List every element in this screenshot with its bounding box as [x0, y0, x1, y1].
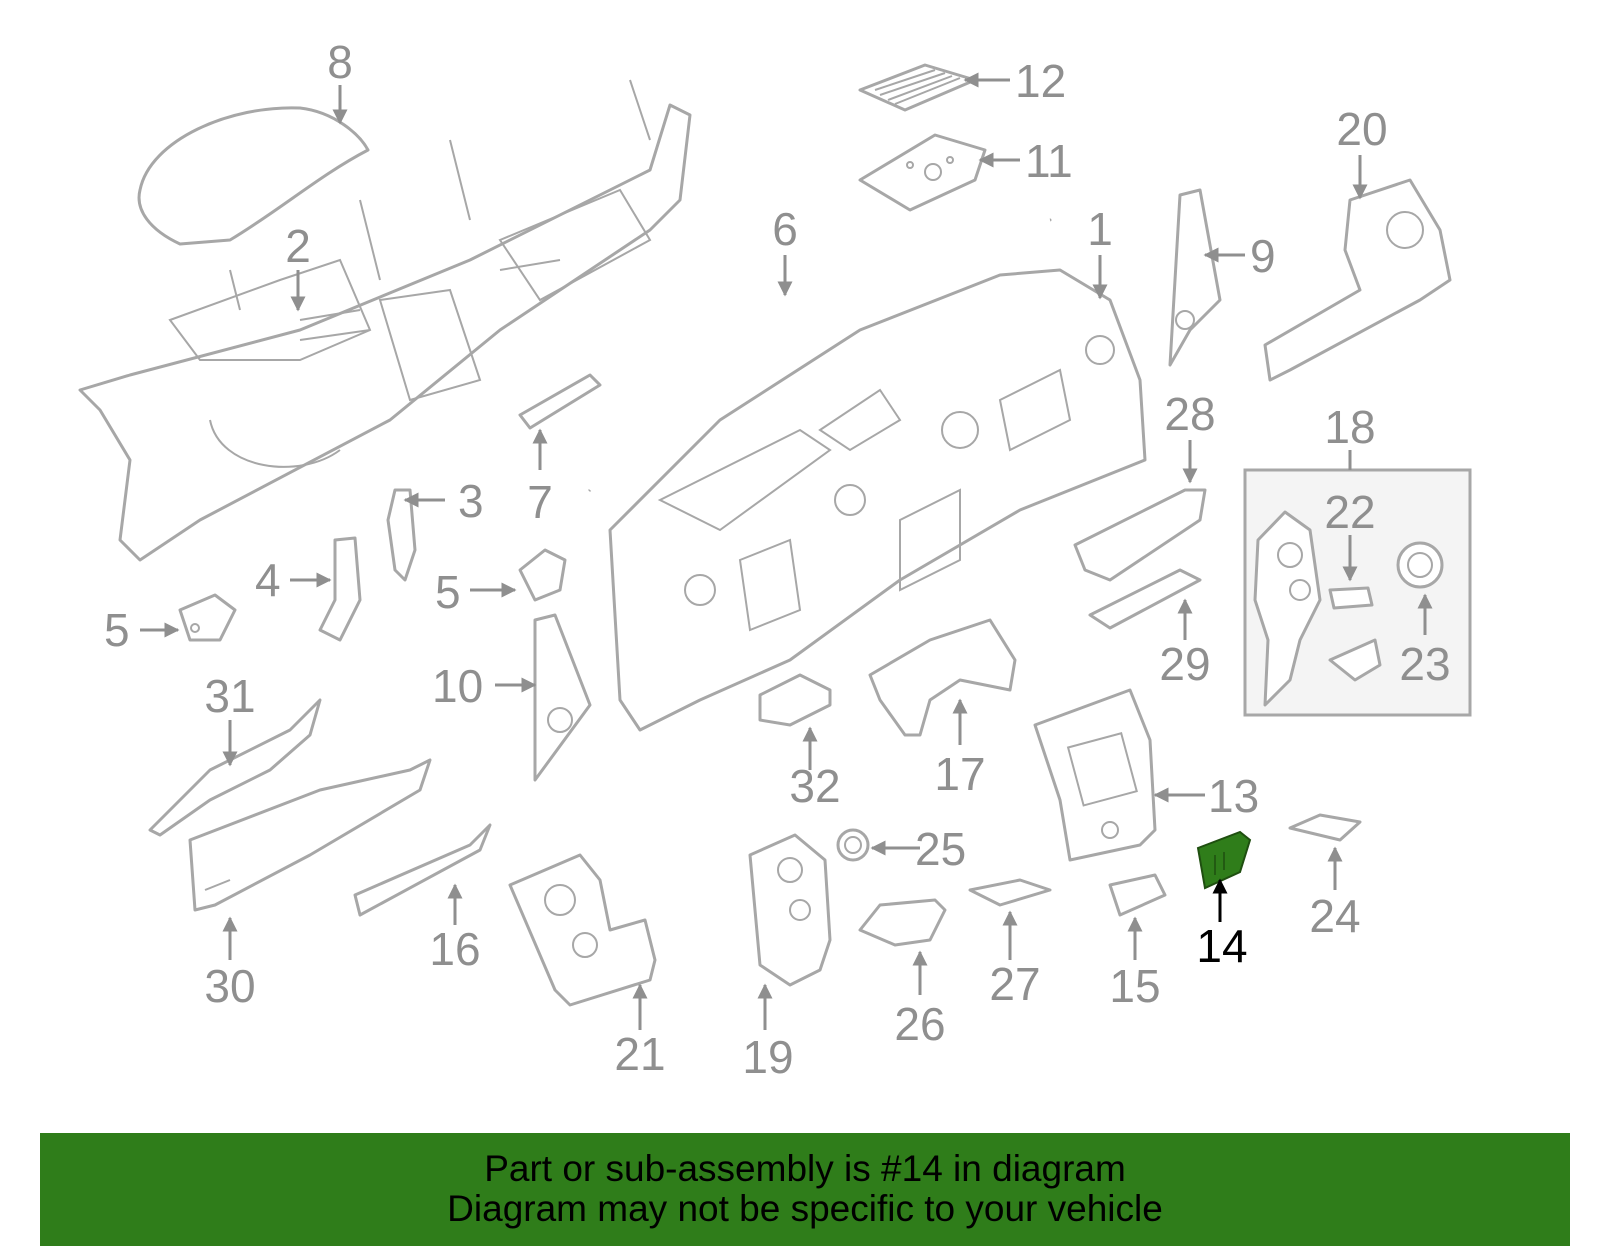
callout-4: 4: [255, 554, 281, 606]
callout-24: 24: [1309, 890, 1360, 942]
callout-26: 26: [894, 998, 945, 1050]
highlight-banner: Part or sub-assembly is #14 in diagram D…: [40, 1133, 1570, 1246]
callout-5a: 5: [435, 566, 461, 618]
callout-27: 27: [989, 958, 1040, 1010]
part-11-shape: [858, 133, 987, 212]
callout-16: 16: [429, 923, 480, 975]
part-19-shape: [748, 833, 832, 987]
callout-7: 7: [527, 476, 553, 528]
part-25-shape: [836, 828, 870, 862]
callout-14: 14: [1196, 920, 1247, 972]
callout-8: 8: [327, 36, 353, 88]
part-27-shape: [968, 878, 1052, 907]
part-5a-shape: [518, 548, 567, 602]
callout-15: 15: [1109, 960, 1160, 1012]
callout-6: 6: [772, 203, 798, 255]
part-2-shape: [78, 79, 692, 562]
part-6-shape: [588, 217, 1052, 492]
callout-30: 30: [204, 960, 255, 1012]
banner-line-1: Part or sub-assembly is #14 in diagram: [484, 1148, 1126, 1189]
callout-31: 31: [204, 670, 255, 722]
part-30-shape: [188, 758, 432, 912]
part-24-shape: [1288, 813, 1362, 842]
part-1-shape: [608, 268, 1147, 732]
callout-25: 25: [915, 823, 966, 875]
part-15-shape: [1108, 873, 1167, 917]
callout-5b: 5: [104, 604, 130, 656]
part-3-shape: [386, 488, 417, 582]
callout-23: 23: [1399, 638, 1450, 690]
part-18-group: [1243, 468, 1472, 717]
banner-line-2: Diagram may not be specific to your vehi…: [447, 1188, 1163, 1229]
callout-18: 18: [1324, 401, 1375, 453]
part-28-shape: [1073, 488, 1207, 582]
callout-21: 21: [614, 1028, 665, 1080]
part-16-shape: [353, 823, 492, 917]
part-17-shape: [868, 618, 1017, 737]
part-29-shape: [1088, 568, 1202, 630]
callout-3: 3: [458, 475, 484, 527]
callout-29: 29: [1159, 638, 1210, 690]
callout-9: 9: [1250, 230, 1276, 282]
part-32-shape: [758, 673, 832, 727]
part-4-shape: [318, 536, 362, 642]
callout-20: 20: [1336, 103, 1387, 155]
part-26-shape: [858, 898, 947, 947]
part-7-shape: [518, 373, 602, 430]
part-10-shape: [533, 613, 592, 782]
part-12-shape: [858, 63, 977, 112]
part-20-shape: [1263, 178, 1452, 382]
part-14-shape: [1196, 830, 1252, 890]
callout-11: 11: [1025, 135, 1073, 187]
callout-1: 1: [1087, 203, 1113, 255]
callout-19: 19: [742, 1031, 793, 1083]
part-9-shape: [1168, 188, 1222, 367]
part-13-shape: [1033, 688, 1157, 862]
part-8-shape: [137, 106, 370, 246]
part-5b-shape: [178, 593, 237, 642]
callout-2: 2: [285, 220, 311, 272]
callout-22: 22: [1324, 486, 1375, 538]
callout-17: 17: [934, 748, 985, 800]
callout-13: 13: [1208, 770, 1259, 822]
leader-arrows: [140, 72, 1433, 1030]
callout-32: 32: [789, 760, 840, 812]
callout-12: 12: [1015, 55, 1066, 107]
callout-10: 10: [432, 660, 483, 712]
part-21-shape: [508, 853, 657, 1007]
callout-28: 28: [1164, 388, 1215, 440]
callout-labels: 8 2 12 11 6 1 9 20 3 7 28 18 22 4 5 5 29…: [104, 36, 1451, 1083]
